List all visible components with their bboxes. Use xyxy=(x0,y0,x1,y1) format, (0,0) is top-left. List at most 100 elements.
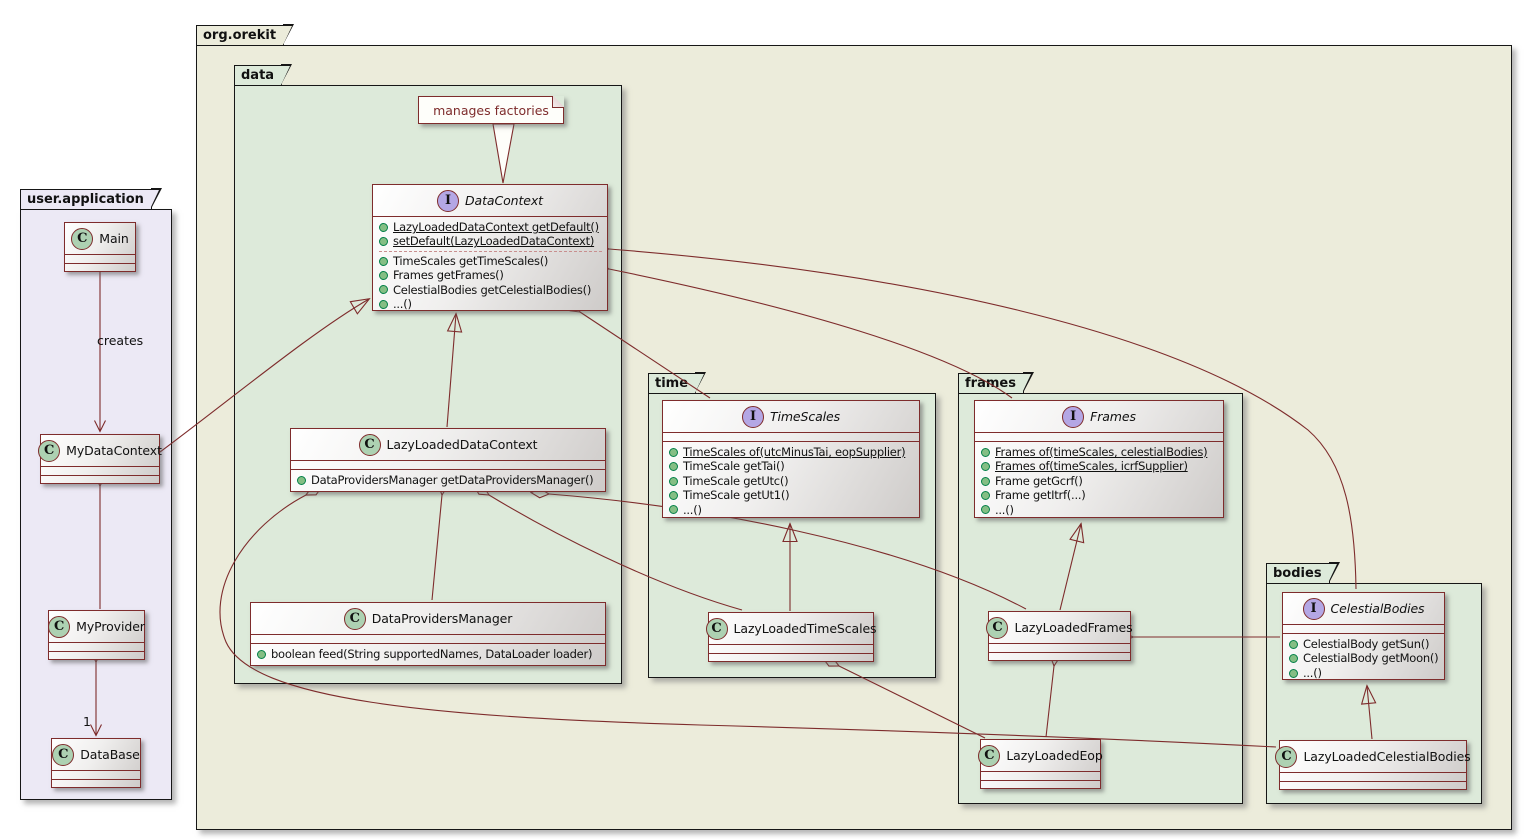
method-row: DataProvidersManager getDataProvidersMan… xyxy=(297,473,600,487)
class-box-mydatacontext: C MyDataContext xyxy=(38,434,162,484)
public-method-icon xyxy=(981,505,990,515)
edge-lazyloadeddatacontext-aggregates-lazyloadedcelestialbodies xyxy=(219,495,1277,748)
method-row: Frames getFrames() xyxy=(379,268,602,282)
note-manages-factories: manages factories xyxy=(418,96,564,124)
class-name: LazyLoadedEop xyxy=(1006,748,1103,763)
package-tab-time: time xyxy=(648,372,707,394)
public-method-icon xyxy=(981,490,990,500)
class-name: LazyLoadedDataContext xyxy=(386,437,538,452)
method-row: Frames of(timeScales, icrfSupplier) xyxy=(981,459,1218,473)
public-method-icon xyxy=(669,505,678,515)
public-method-icon xyxy=(1289,668,1298,678)
edge-label-multiplicity-one: 1 xyxy=(83,714,91,729)
class-box-lazyloadedtimescales: C LazyLoadedTimeScales xyxy=(705,612,877,662)
public-method-icon xyxy=(669,462,678,472)
method-row: boolean feed(String supportedNames, Data… xyxy=(257,647,600,661)
public-method-icon xyxy=(669,447,678,457)
method-row: Frame getItrf(...) xyxy=(981,488,1218,502)
public-method-icon xyxy=(981,447,990,457)
package-tab-bodies: bodies xyxy=(1266,562,1340,584)
edge-lazyloadeddatacontext-aggregates-lazyloadedtimescales xyxy=(489,495,743,611)
edge-lazyloadeddatacontext-extends-datacontext xyxy=(446,314,456,428)
note-tail xyxy=(492,123,515,184)
class-name: LazyLoadedCelestialBodies xyxy=(1303,749,1471,764)
method-row: Frames of(timeScales, celestialBodies) xyxy=(981,445,1218,459)
method-row: TimeScale getUtc() xyxy=(669,474,914,488)
public-method-icon xyxy=(379,237,388,247)
method-row: TimeScales getTimeScales() xyxy=(379,254,602,268)
interface-name: DataContext xyxy=(465,193,543,208)
public-method-icon xyxy=(379,299,388,309)
public-method-icon xyxy=(669,476,678,486)
class-spot-icon: C xyxy=(52,743,75,766)
interface-name: Frames xyxy=(1090,409,1136,424)
method-row: ...() xyxy=(669,503,914,517)
interface-box-timescales: I TimeScales TimeScales of(utcMinusTai, e… xyxy=(662,400,920,518)
edge-datacontext-aggregates-celestialbodies xyxy=(609,249,1357,590)
class-name: MyProvider xyxy=(76,619,145,634)
edge-datacontext-aggregates-timescales xyxy=(580,312,711,399)
interface-spot-icon: I xyxy=(1302,597,1325,620)
package-tab-user-application: user.application xyxy=(20,188,162,210)
edge-lazyloadedtimescales-aggregates-lazyloadedeop xyxy=(839,666,986,739)
class-box-lazyloadedframes: C LazyLoadedFrames xyxy=(986,611,1133,661)
class-name: LazyLoadedTimeScales xyxy=(733,621,877,636)
method-row: ...() xyxy=(379,297,602,311)
method-row: LazyLoadedDataContext getDefault() xyxy=(379,220,602,234)
public-method-icon xyxy=(1289,639,1298,649)
note-text: manages factories xyxy=(433,102,549,118)
class-spot-icon: C xyxy=(38,439,61,462)
edge-datacontext-aggregates-frames xyxy=(609,269,1013,399)
public-method-icon xyxy=(297,475,306,485)
edge-lazyloadedframes-aggregates-lazyloadedeop xyxy=(1045,666,1054,738)
class-spot-icon: C xyxy=(343,607,366,630)
method-row: ...() xyxy=(1289,666,1439,680)
class-spot-icon: C xyxy=(48,615,71,638)
method-row: CelestialBodies getCelestialBodies() xyxy=(379,283,602,297)
class-name: LazyLoadedFrames xyxy=(1014,620,1133,635)
class-spot-icon: C xyxy=(1275,745,1298,768)
method-row: Frame getGcrf() xyxy=(981,474,1218,488)
class-spot-icon: C xyxy=(978,744,1001,767)
class-spot-icon: C xyxy=(986,616,1009,639)
edge-label-creates: creates xyxy=(97,333,144,348)
class-spot-icon: C xyxy=(71,227,94,250)
edge-lazyloadeddatacontext-aggregates-dataprovidersmanager xyxy=(431,495,442,601)
public-method-icon xyxy=(981,462,990,472)
public-method-icon xyxy=(379,222,388,232)
class-name: MyDataContext xyxy=(66,443,162,458)
class-box-lazyloadedeop: C LazyLoadedEop xyxy=(978,739,1103,789)
static-separator xyxy=(379,250,602,252)
edge-lazyloadedcelestialbodies-extends-celestialbodies xyxy=(1367,686,1372,740)
method-row: TimeScales of(utcMinusTai, eopSupplier) xyxy=(669,445,914,459)
class-name: DataProvidersManager xyxy=(371,611,513,626)
package-tab-data: data xyxy=(234,64,293,86)
public-method-icon xyxy=(379,256,388,266)
class-spot-icon: C xyxy=(705,617,728,640)
method-row: CelestialBody getMoon() xyxy=(1289,651,1439,665)
public-method-icon xyxy=(379,285,388,295)
edge-mydatacontext-extends-datacontext xyxy=(159,299,369,453)
package-tab-org-orekit: org.orekit xyxy=(196,24,295,46)
interface-box-datacontext: I DataContext LazyLoadedDataContext getDe… xyxy=(372,184,608,311)
interface-spot-icon: I xyxy=(437,189,460,212)
public-method-icon xyxy=(981,476,990,486)
interface-spot-icon: I xyxy=(741,405,764,428)
class-box-lazyloadeddatacontext: C LazyLoadedDataContext DataProvidersMana… xyxy=(290,428,606,492)
method-row: CelestialBody getSun() xyxy=(1289,637,1439,651)
method-row: setDefault(LazyLoadedDataContext) xyxy=(379,234,602,248)
interface-name: TimeScales xyxy=(769,409,841,424)
edge-lazyloadedframes-extends-frames xyxy=(1059,524,1081,611)
public-method-icon xyxy=(669,490,678,500)
class-box-dataprovidersmanager: C DataProvidersManager boolean feed(Strin… xyxy=(250,602,606,666)
method-row: TimeScale getTai() xyxy=(669,459,914,473)
public-method-icon xyxy=(257,649,266,659)
method-row: TimeScale getUt1() xyxy=(669,488,914,502)
class-spot-icon: C xyxy=(358,433,381,456)
